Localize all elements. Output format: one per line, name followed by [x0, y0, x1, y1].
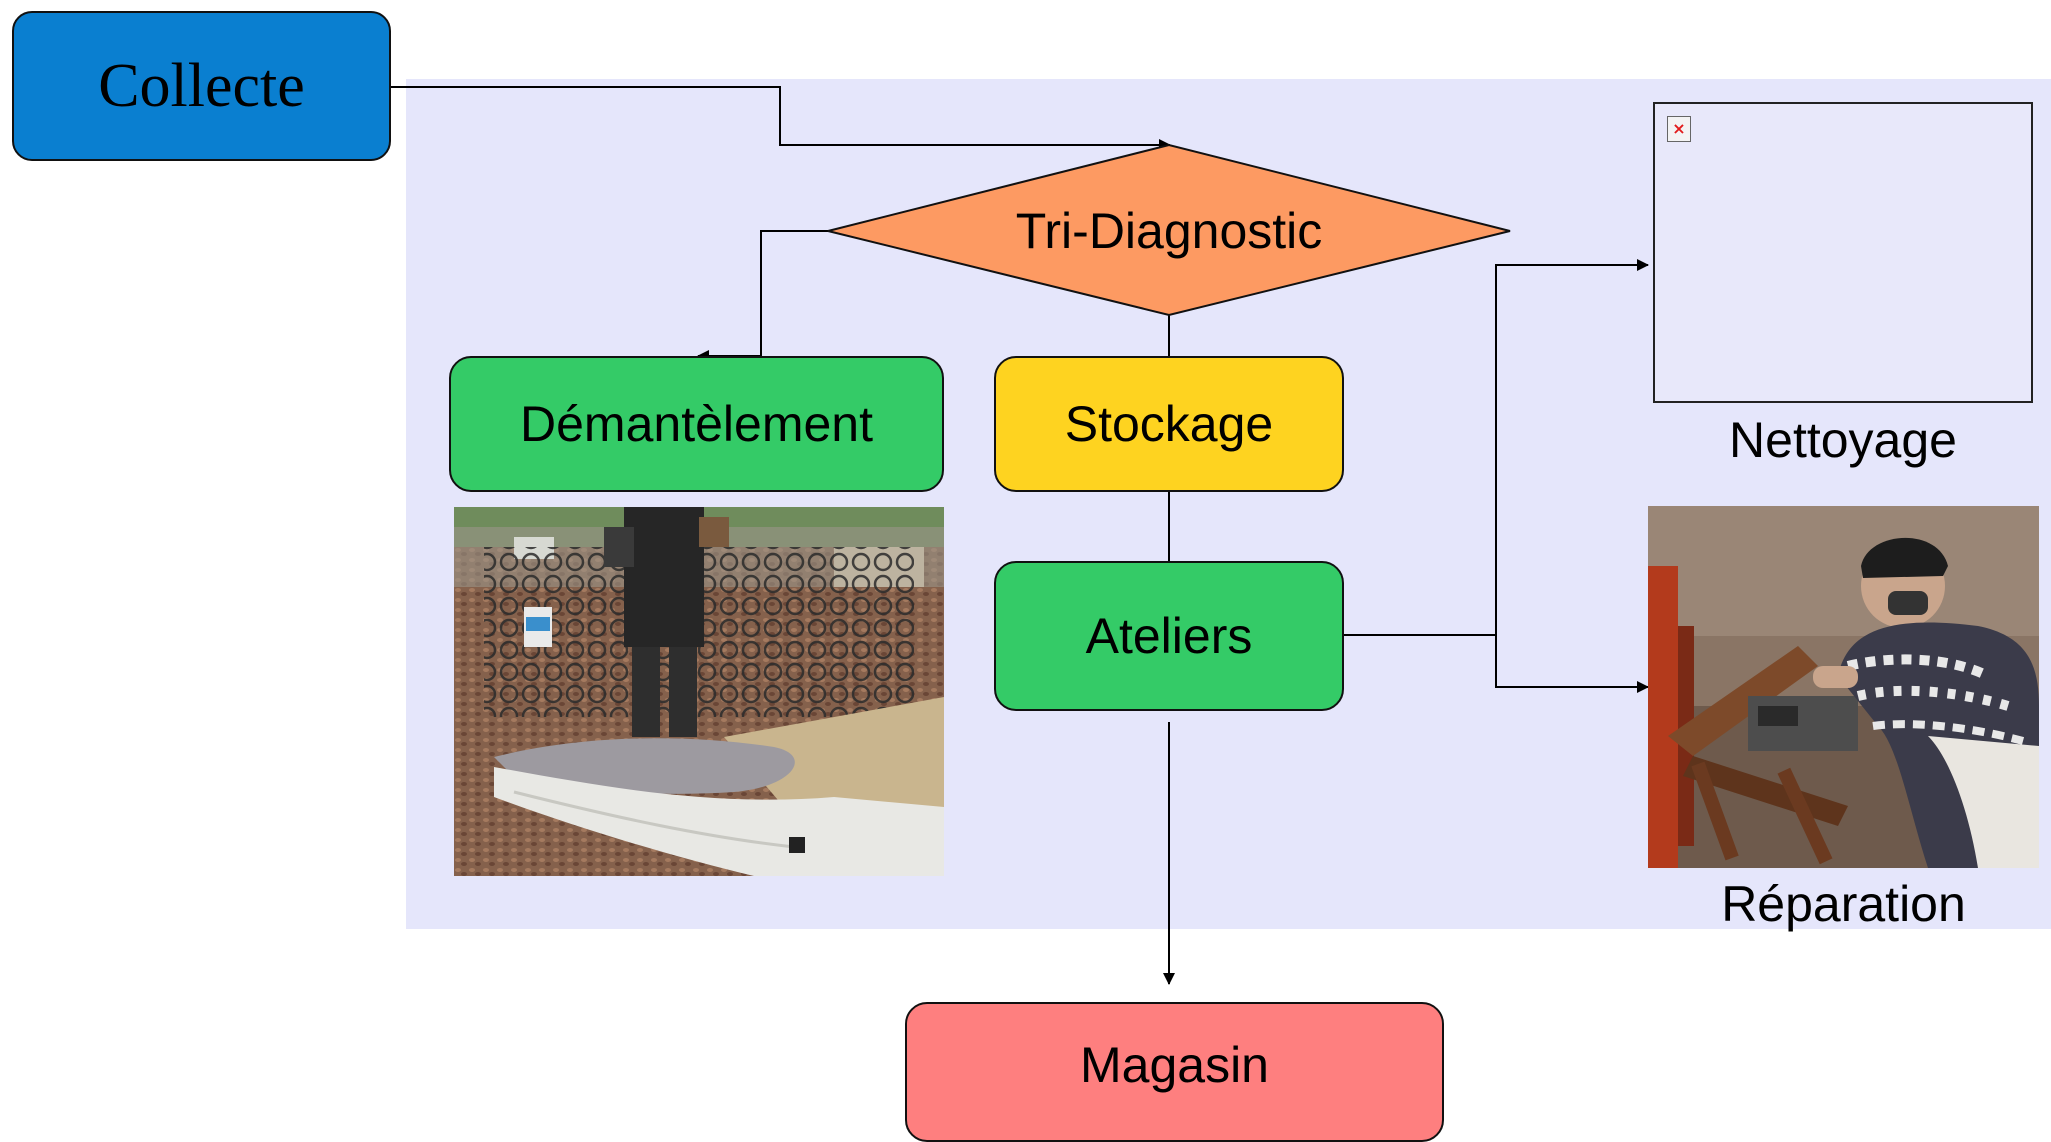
magasin-box: Magasin: [905, 1002, 1444, 1142]
demantelement-box: Démantèlement: [449, 356, 944, 492]
ateliers-label: Ateliers: [1085, 608, 1253, 664]
collecte-label: Collecte: [98, 51, 305, 120]
tri-diagnostic-label: Tri-Diagnostic: [1015, 203, 1323, 259]
reparation-caption: Réparation: [1721, 876, 1966, 932]
magasin-label: Magasin: [1080, 1037, 1269, 1093]
arrow-collecte-to-tri: [390, 86, 1171, 151]
nettoyage-caption: Nettoyage: [1729, 412, 1957, 468]
mattress-dismantling-photo: [454, 507, 944, 876]
collecte-box: Collecte: [12, 11, 391, 161]
stockage-label: Stockage: [1064, 396, 1274, 452]
nettoyage-image-frame: ×: [1653, 102, 2033, 403]
arrow-ateliers-to-reparation: [1495, 635, 1649, 693]
demantelement-label: Démantèlement: [520, 396, 873, 452]
stockage-box: Stockage: [994, 356, 1344, 492]
chair-repair-photo: [1648, 506, 2039, 868]
broken-image-icon: ×: [1667, 116, 1691, 142]
arrow-ateliers-to-nettoyage: [1344, 259, 1649, 636]
ateliers-box: Ateliers: [994, 561, 1344, 711]
